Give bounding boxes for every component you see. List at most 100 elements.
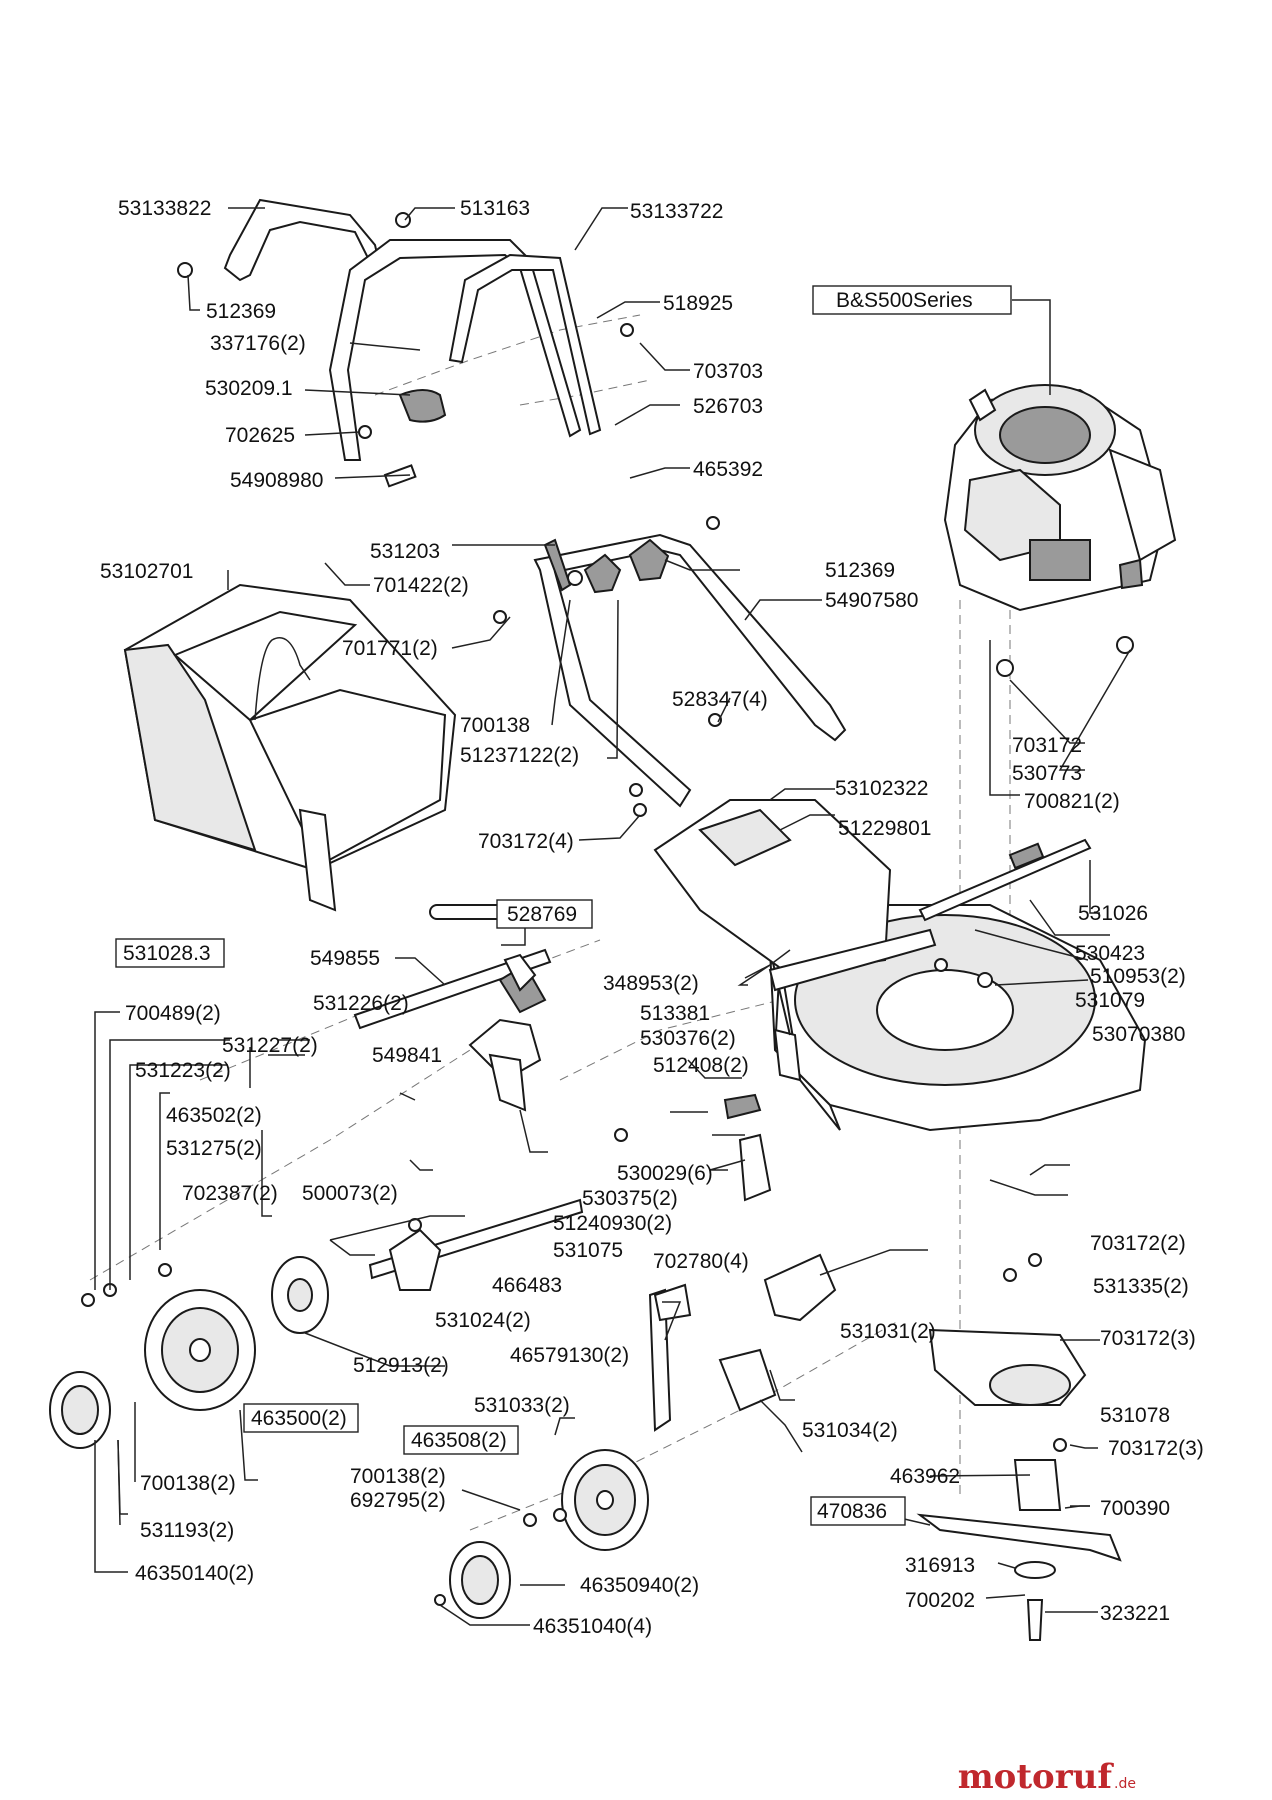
label-512408: 512408(2): [653, 1054, 749, 1077]
label-701771: 701771(2): [342, 637, 438, 660]
label-316913: 316913: [905, 1554, 975, 1577]
label-530209-1: 530209.1: [205, 377, 293, 400]
part-labels: 53133822 513163 53133722 512369 337176(2…: [100, 197, 1204, 1638]
blade-assembly: [916, 1328, 1122, 1641]
label-700138-front: 700138(2): [350, 1465, 446, 1488]
label-700821: 700821(2): [1024, 790, 1120, 813]
rear-wheel: [144, 1289, 256, 1411]
label-700202: 700202: [905, 1589, 975, 1612]
label-463508: 463508(2): [411, 1429, 507, 1452]
label-700138-wheel: 700138(2): [140, 1472, 236, 1495]
label-531033: 531033(2): [474, 1394, 570, 1417]
label-702625: 702625: [225, 424, 295, 447]
label-46579130: 46579130(2): [510, 1344, 629, 1367]
label-531075: 531075: [553, 1239, 623, 1262]
label-510953: 510953(2): [1090, 965, 1186, 988]
label-466483: 466483: [492, 1274, 562, 1297]
label-53133822: 53133822: [118, 197, 211, 220]
label-51229801: 51229801: [838, 817, 931, 840]
label-531203: 531203: [370, 540, 440, 563]
label-54908980: 54908980: [230, 469, 323, 492]
label-531026: 531026: [1078, 902, 1148, 925]
label-703172-4: 703172(4): [478, 830, 574, 853]
label-53102701: 53102701: [100, 560, 193, 583]
label-51240930: 51240930(2): [553, 1212, 672, 1235]
front-wheel: [561, 1449, 649, 1551]
label-bs500series: B&S500Series: [836, 289, 973, 312]
label-463500: 463500(2): [251, 1407, 347, 1430]
label-531078: 531078: [1100, 1404, 1170, 1427]
label-700390: 700390: [1100, 1497, 1170, 1520]
label-470836: 470836: [817, 1500, 887, 1523]
label-54907580: 54907580: [825, 589, 918, 612]
label-692795: 692795(2): [350, 1489, 446, 1512]
label-53133722: 53133722: [630, 200, 723, 223]
label-463502: 463502(2): [166, 1104, 262, 1127]
engine: [943, 384, 1177, 612]
label-531028-3: 531028.3: [123, 942, 211, 965]
label-528347: 528347(4): [672, 688, 768, 711]
label-513163: 513163: [460, 197, 530, 220]
label-702780: 702780(4): [653, 1250, 749, 1273]
label-46350140: 46350140(2): [135, 1562, 254, 1585]
label-531024: 531024(2): [435, 1309, 531, 1332]
label-700138-mid: 700138: [460, 714, 530, 737]
label-703172-3a: 703172(3): [1100, 1327, 1196, 1350]
wheels: [49, 1256, 649, 1619]
label-530773: 530773: [1012, 762, 1082, 785]
rear-cover: [653, 799, 937, 992]
watermark-suffix: .de: [1114, 1776, 1136, 1792]
label-531227: 531227(2): [222, 1034, 318, 1057]
label-46351040: 46351040(4): [533, 1615, 652, 1638]
label-703703: 703703: [693, 360, 763, 383]
label-531034: 531034(2): [802, 1419, 898, 1442]
label-531193: 531193(2): [140, 1519, 234, 1542]
label-518925: 518925: [663, 292, 733, 315]
label-348953: 348953(2): [603, 972, 699, 995]
label-512369-mid: 512369: [825, 559, 895, 582]
label-512913: 512913(2): [353, 1354, 449, 1377]
label-526703: 526703: [693, 395, 763, 418]
label-530029: 530029(6): [617, 1162, 713, 1185]
label-531226: 531226(2): [313, 992, 409, 1015]
lower-handle: [533, 533, 847, 808]
label-512369-top: 512369: [206, 300, 276, 323]
label-53102322: 53102322: [835, 777, 928, 800]
height-adjusters: [648, 1093, 837, 1432]
grass-bag: [123, 583, 457, 912]
label-549841: 549841: [372, 1044, 442, 1067]
label-337176: 337176(2): [210, 332, 306, 355]
label-703172-3b: 703172(3): [1108, 1437, 1204, 1460]
front-hubcap: [449, 1541, 511, 1619]
label-46350940: 46350940(2): [580, 1574, 699, 1597]
label-701422: 701422(2): [373, 574, 469, 597]
label-703172-engine: 703172: [1012, 734, 1082, 757]
label-frames: [115, 285, 1012, 1526]
label-549855: 549855: [310, 947, 380, 970]
drive-assembly: [353, 838, 1092, 1291]
label-465392: 465392: [693, 458, 763, 481]
label-530376: 530376(2): [640, 1027, 736, 1050]
label-513381: 513381: [640, 1002, 710, 1025]
label-463962: 463962: [890, 1465, 960, 1488]
label-702387: 702387(2): [182, 1182, 278, 1205]
watermark-text: motoruf: [958, 1757, 1115, 1797]
label-528769: 528769: [507, 903, 577, 926]
watermark-logo: motoruf .de: [958, 1757, 1136, 1797]
label-700489: 700489(2): [125, 1002, 221, 1025]
label-51237122: 51237122(2): [460, 744, 579, 767]
label-703172-2: 703172(2): [1090, 1232, 1186, 1255]
label-500073: 500073(2): [302, 1182, 398, 1205]
rear-hubcap: [49, 1371, 111, 1449]
label-531031: 531031(2): [840, 1320, 936, 1343]
label-531223: 531223(2): [135, 1059, 231, 1082]
label-530375: 530375(2): [582, 1187, 678, 1210]
label-531275: 531275(2): [166, 1137, 262, 1160]
label-531335: 531335(2): [1093, 1275, 1189, 1298]
drive-wheel-disc: [271, 1256, 329, 1334]
label-531079: 531079: [1075, 989, 1145, 1012]
label-530423: 530423: [1075, 942, 1145, 965]
leader-lines: [94, 207, 1131, 1626]
label-53070380: 53070380: [1092, 1023, 1185, 1046]
